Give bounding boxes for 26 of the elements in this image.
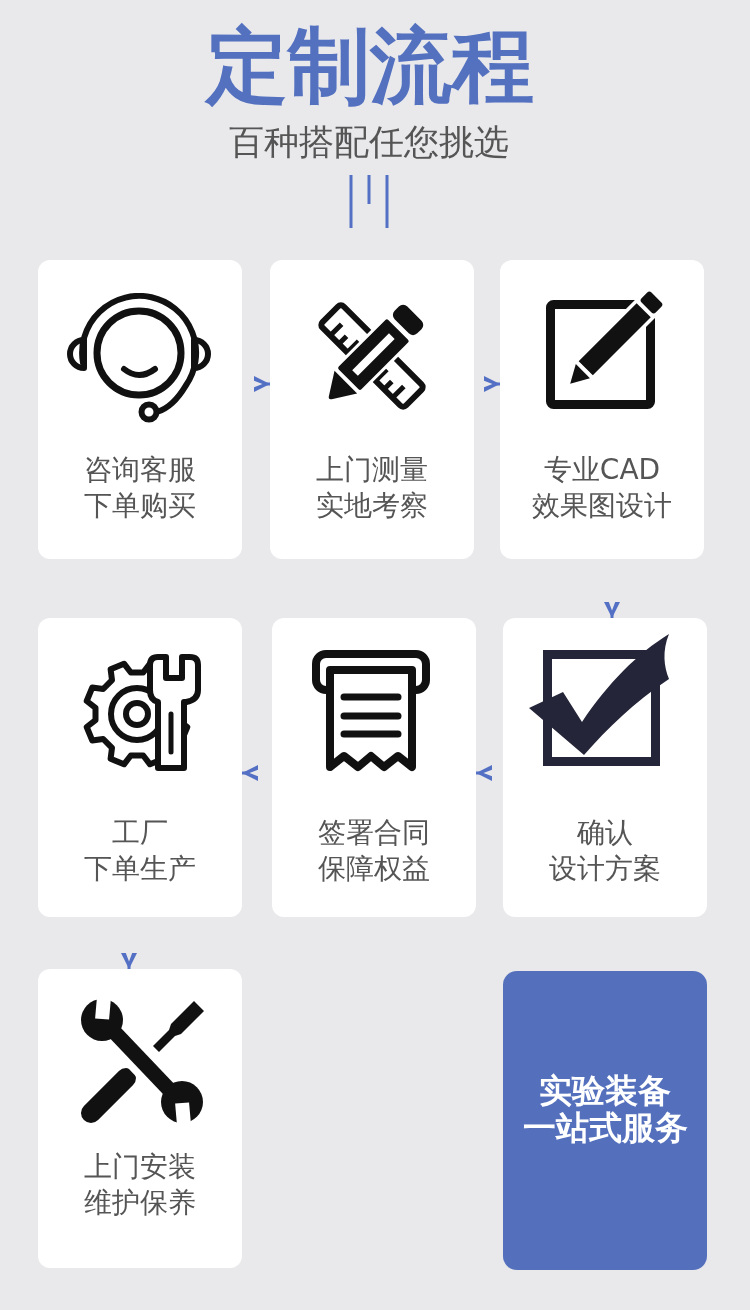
step-label: 设计方案 xyxy=(549,851,661,887)
panel-text: 一站式服务 xyxy=(522,1109,688,1146)
step-card xyxy=(270,260,474,559)
step-label: 专业CAD xyxy=(543,452,661,488)
step-card xyxy=(38,618,242,917)
step-label: 下单购买 xyxy=(84,488,196,524)
step-label: 签署合同 xyxy=(318,815,430,851)
panel-text: 实验装备 xyxy=(539,1072,671,1109)
step-card xyxy=(38,260,242,559)
step-card xyxy=(272,618,476,917)
title: 定制流程 xyxy=(206,21,534,111)
step-card xyxy=(38,969,242,1268)
step-label: 维护保养 xyxy=(84,1185,196,1221)
step-label: 保障权益 xyxy=(318,851,430,887)
service-panel xyxy=(503,971,707,1270)
step-label: 工厂 xyxy=(112,815,168,851)
step-label: 上门测量 xyxy=(316,452,428,488)
subtitle: 百种搭配任您挑选 xyxy=(229,122,509,162)
step-label: 下单生产 xyxy=(84,851,196,887)
step-label: 上门安装 xyxy=(84,1149,196,1185)
step-label: 确认 xyxy=(577,815,633,851)
step-label: 效果图设计 xyxy=(532,488,672,524)
step-card xyxy=(500,260,704,559)
step-label: 实地考察 xyxy=(316,488,428,524)
step-card xyxy=(503,618,707,917)
step-label: 咨询客服 xyxy=(84,452,196,488)
